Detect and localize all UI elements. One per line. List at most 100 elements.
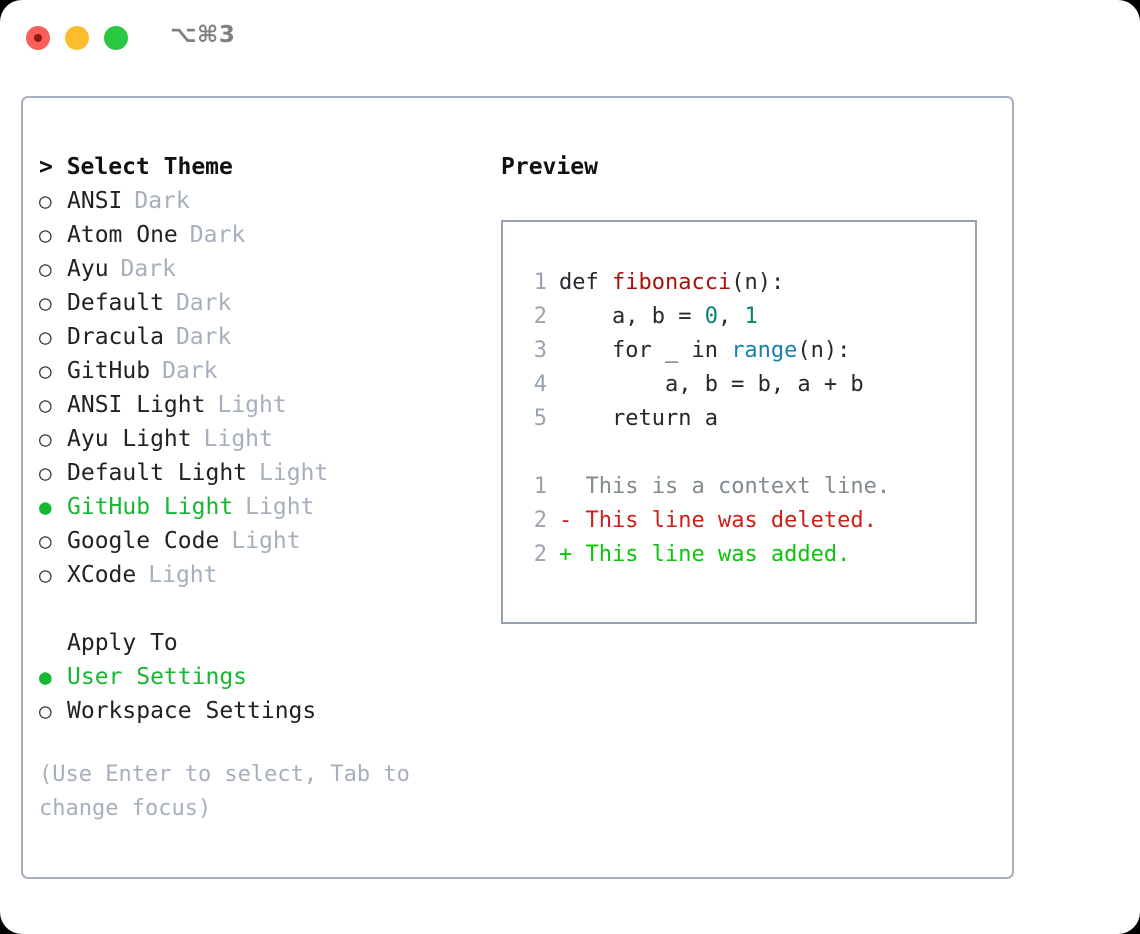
apply-to-header: Apply To xyxy=(67,630,178,656)
theme-option-kind: Dark xyxy=(162,358,218,384)
code-token-plain: a, b = xyxy=(559,304,705,329)
theme-option-kind: Dark xyxy=(189,222,246,248)
theme-option-label: XCode xyxy=(67,562,137,588)
code-token-plain: (n): xyxy=(797,338,851,363)
window-controls xyxy=(26,26,128,50)
theme-option-ayu[interactable]: ○ Ayu Dark xyxy=(39,252,469,286)
keyboard-shortcut-label: ⌥⌘3 xyxy=(170,22,236,48)
radio-unselected-icon: ○ xyxy=(39,699,52,723)
radio-unselected-icon: ○ xyxy=(39,325,52,349)
code-token-num: 0 xyxy=(704,304,718,329)
code-line: 4 a, b = b, a + b xyxy=(521,368,975,402)
code-token-plain: def xyxy=(559,270,612,295)
code-line-content: return a xyxy=(559,402,718,436)
code-line-content: a, b = 0, 1 xyxy=(559,300,758,334)
code-token-plain: , xyxy=(717,304,745,329)
theme-option-label: ANSI Light xyxy=(67,392,206,418)
theme-option-kind: Dark xyxy=(120,256,176,282)
code-line: 2 a, b = 0, 1 xyxy=(521,300,975,334)
theme-option-label: Ayu Light xyxy=(67,426,192,452)
diff-line-del: 2- This line was deleted. xyxy=(521,504,975,538)
theme-option-kind: Light xyxy=(148,562,218,588)
theme-option-label: Ayu xyxy=(67,256,109,282)
code-line: 3 for _ in range(n): xyxy=(521,334,975,368)
theme-option-label: Atom One xyxy=(67,222,178,248)
keyboard-hint-text: (Use Enter to select, Tab to change focu… xyxy=(39,762,410,821)
diff-sample: 1 This is a context line. 2- This line wa… xyxy=(521,470,975,572)
section-spacer xyxy=(39,592,469,626)
diff-line-number: 2 xyxy=(533,542,547,567)
radio-selected-icon: ● xyxy=(39,495,52,519)
theme-option-label: GitHub xyxy=(67,358,151,384)
code-line-number: 1 xyxy=(533,270,547,295)
theme-option-kind: Dark xyxy=(175,324,232,350)
diff-marker xyxy=(559,474,586,499)
radio-unselected-icon: ○ xyxy=(39,189,52,213)
apply-to-option-label: User Settings xyxy=(67,664,248,690)
maximize-button[interactable] xyxy=(104,26,128,50)
theme-picker-header: > Select Theme xyxy=(39,154,233,180)
diff-line-number: 2 xyxy=(533,508,547,533)
diff-text: This line was added. xyxy=(585,542,851,567)
code-line-number: 3 xyxy=(533,338,547,363)
code-token-plain: (n): xyxy=(731,270,785,295)
theme-option-kind: Light xyxy=(203,426,273,452)
preview-title: Preview xyxy=(501,154,598,180)
diff-line-add: 2 + This line was added. xyxy=(521,538,975,572)
theme-option-default-light[interactable]: ○ Default Light Light xyxy=(39,456,469,490)
code-line-content: a, b = b, a + b xyxy=(559,368,864,402)
code-token-plain: for _ in xyxy=(559,338,732,363)
theme-option-dracula[interactable]: ○ Dracula Dark xyxy=(39,320,469,354)
diff-line-content: This is a context line. xyxy=(559,470,891,504)
theme-option-google-code[interactable]: ○ Google Code Light xyxy=(39,524,469,558)
theme-option-atom-one[interactable]: ○ Atom One Dark xyxy=(39,218,469,252)
theme-option-label: GitHub Light xyxy=(67,494,234,520)
title-bar: ⌥⌘3 xyxy=(0,0,1140,78)
radio-unselected-icon: ○ xyxy=(39,291,52,315)
code-token-plain: return a xyxy=(559,406,718,431)
code-line-number: 2 xyxy=(533,304,547,329)
radio-unselected-icon: ○ xyxy=(39,257,52,281)
diff-marker: - xyxy=(559,508,586,533)
radio-unselected-icon: ○ xyxy=(39,529,52,553)
theme-option-kind: Light xyxy=(259,460,329,486)
theme-option-label: Default Light xyxy=(67,460,248,486)
code-line: 1 def fibonacci(n): xyxy=(521,266,975,300)
radio-selected-icon: ● xyxy=(39,665,52,689)
theme-option-label: Dracula xyxy=(67,324,164,350)
apply-to-option-workspace-settings[interactable]: ○Workspace Settings xyxy=(39,694,469,728)
theme-option-label: ANSI xyxy=(67,188,123,214)
code-token-num: 1 xyxy=(744,304,758,329)
theme-option-kind: Light xyxy=(245,494,315,520)
code-line-content: def fibonacci(n): xyxy=(559,266,784,300)
theme-option-kind: Dark xyxy=(175,290,232,316)
theme-option-label: Google Code xyxy=(67,528,220,554)
diff-line-content: + This line was added. xyxy=(559,538,850,572)
apply-to-option-user-settings[interactable]: ● User Settings xyxy=(39,660,469,694)
theme-option-kind: Dark xyxy=(134,188,190,214)
theme-option-ayu-light[interactable]: ○ Ayu Light Light xyxy=(39,422,469,456)
diff-line-number: 1 xyxy=(533,474,547,499)
radio-unselected-icon: ○ xyxy=(39,223,52,247)
apply-to-list[interactable]: ● User Settings ○Workspace Settings xyxy=(39,660,469,728)
minimize-button[interactable] xyxy=(65,26,89,50)
code-token-call: range xyxy=(731,338,798,363)
theme-option-label: Default xyxy=(67,290,164,316)
theme-option-github-light[interactable]: ● GitHub Light Light xyxy=(39,490,469,524)
diff-text: This is a context line. xyxy=(585,474,891,499)
radio-unselected-icon: ○ xyxy=(39,461,52,485)
close-button[interactable] xyxy=(26,26,50,50)
theme-option-ansi[interactable]: ○ ANSI Dark xyxy=(39,184,469,218)
theme-option-default[interactable]: ○ Default Dark xyxy=(39,286,469,320)
radio-unselected-icon: ○ xyxy=(39,427,52,451)
theme-option-kind: Light xyxy=(231,528,301,554)
code-line-number: 5 xyxy=(533,406,547,431)
